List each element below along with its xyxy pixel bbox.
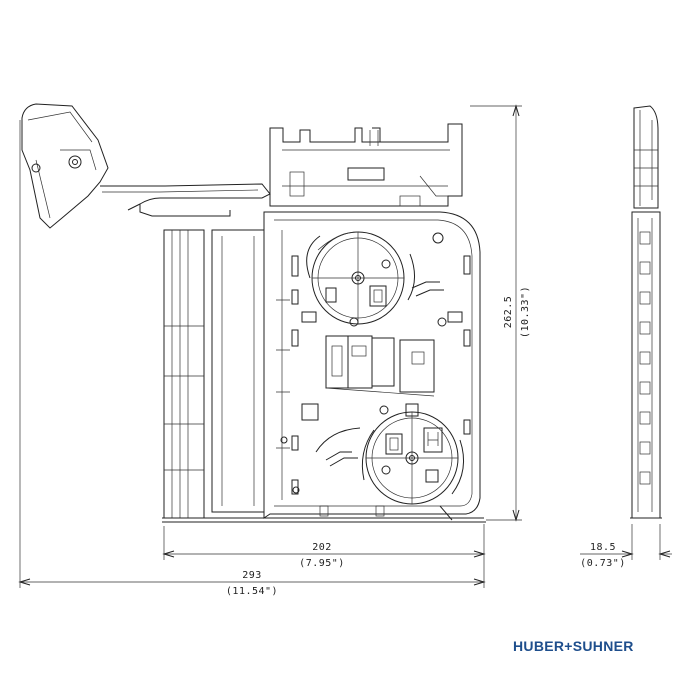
height-mm-text: 262.5: [503, 296, 514, 329]
splice-holder: [325, 335, 435, 397]
huber-suhner-logo: HUBER+SUHNER: [513, 638, 634, 654]
top-bracket: [269, 123, 463, 207]
inner-width-in-text: (7.95"): [299, 558, 345, 569]
lower-spool: [361, 411, 465, 505]
inner-width-mm-text: 202: [312, 542, 332, 553]
front-view: [21, 103, 486, 523]
height-dimension-label: 262.5: [503, 296, 514, 329]
routing-clips: [276, 230, 471, 517]
height-dimension-inch-label: (10.33"): [520, 286, 531, 338]
side-view: [630, 105, 662, 519]
comb-slots: [163, 229, 265, 519]
tray-arm: [100, 183, 271, 217]
splice-tray: [162, 211, 486, 523]
hinged-cover: [21, 103, 109, 229]
height-in-text: (10.33"): [520, 286, 531, 338]
depth-in-text: (0.73"): [580, 558, 626, 569]
dimension-lines: [18, 104, 672, 588]
overall-width-mm-text: 293: [242, 570, 262, 581]
overall-width-in-text: (11.54"): [226, 586, 278, 597]
depth-mm-text: 18.5: [590, 542, 616, 553]
upper-spool: [306, 231, 415, 325]
